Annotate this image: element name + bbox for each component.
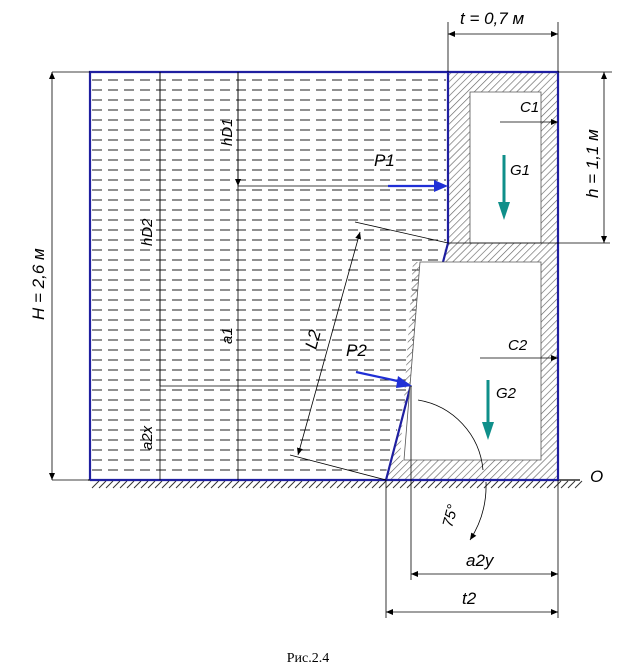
ground-hatch-line (511, 480, 520, 489)
figure-caption: Рис.2.4 (287, 651, 330, 666)
ground-hatch-line (301, 480, 310, 489)
ground-hatch-line (546, 480, 555, 489)
ground-hatch-line (399, 480, 408, 489)
label-C1: C1 (520, 99, 539, 116)
ground-hatch-line (574, 480, 583, 489)
ground-hatch-line (504, 480, 513, 489)
ground-hatch-line (525, 480, 534, 489)
ground-hatch-line (378, 480, 387, 489)
ground-hatch-line (392, 480, 401, 489)
ground-hatch-line (252, 480, 261, 489)
ground-hatch-line (406, 480, 415, 489)
ground-hatch-line (196, 480, 205, 489)
ground-hatch-line (329, 480, 338, 489)
ground-hatch-line (259, 480, 268, 489)
ground-hatch-line (483, 480, 492, 489)
label-H: H = 2,6 м (29, 248, 48, 320)
ground-hatch-line (140, 480, 149, 489)
label-hD1: hD1 (219, 118, 236, 146)
ground-hatch-line (217, 480, 226, 489)
ground-hatch-line (448, 480, 457, 489)
label-a1: a1 (219, 327, 236, 344)
ground-hatch-line (413, 480, 422, 489)
ground-hatch-line (308, 480, 317, 489)
ground-hatch-line (266, 480, 275, 489)
ground-hatch-line (105, 480, 114, 489)
label-h: h = 1,1 м (583, 129, 602, 198)
ground-hatch-line (490, 480, 499, 489)
ground-hatch-line (343, 480, 352, 489)
ground-hatch-line (98, 480, 107, 489)
ground-hatch-line (532, 480, 541, 489)
ground-hatch-line (560, 480, 569, 489)
ground-hatch-line (539, 480, 548, 489)
ground-hatch-line (553, 480, 562, 489)
label-C2: C2 (508, 337, 528, 354)
label-G2: G2 (496, 385, 517, 402)
dam-outline (384, 70, 560, 482)
ground-hatch-line (189, 480, 198, 489)
ground-hatch-line (203, 480, 212, 489)
reservoir-outline (88, 70, 448, 482)
label-angle: 75° (439, 503, 461, 529)
ground-hatch-line (497, 480, 506, 489)
ground-hatch-line (441, 480, 450, 489)
ground-hatch-line (175, 480, 184, 489)
ground-hatch-line (336, 480, 345, 489)
ground-hatch-line (182, 480, 191, 489)
ground-hatch-line (147, 480, 156, 489)
ground-hatch-line (469, 480, 478, 489)
ground-hatch-line (462, 480, 471, 489)
force-arrows (355, 155, 510, 440)
label-t: t = 0,7 м (460, 9, 524, 28)
ground-hatch-line (126, 480, 135, 489)
ground-hatch-line (119, 480, 128, 489)
ground-hatch-line (518, 480, 527, 489)
ground-hatch-line (91, 480, 100, 489)
dimension-guides (49, 22, 612, 618)
ground-hatch-line (364, 480, 373, 489)
label-t2: t2 (462, 589, 477, 608)
ground-hatch-line (245, 480, 254, 489)
water-hatching (92, 79, 446, 471)
ground-hatch-line (168, 480, 177, 489)
ground-hatch-line (357, 480, 366, 489)
ground-hatch-line (315, 480, 324, 489)
ground-hatch-line (112, 480, 121, 489)
label-a2x: a2x (139, 425, 156, 450)
ground-hatch-line (210, 480, 219, 489)
label-P2: P2 (346, 341, 367, 360)
ground-hatch-line (224, 480, 233, 489)
ground-hatch-line (287, 480, 296, 489)
ground-hatch-line (322, 480, 331, 489)
label-P1: P1 (374, 151, 395, 170)
dam-cell-lower (403, 261, 542, 461)
ground-hatch-line (231, 480, 240, 489)
ground-hatch-line (280, 480, 289, 489)
ground-hatch-line (238, 480, 247, 489)
ground-hatch-line (350, 480, 359, 489)
ground-hatch-line (434, 480, 443, 489)
ground-hatch-line (161, 480, 170, 489)
ground-hatch-line (371, 480, 380, 489)
ground-hatch-line (427, 480, 436, 489)
label-hD2: hD2 (139, 218, 156, 246)
label-G1: G1 (510, 162, 530, 179)
ground-hatch-line (154, 480, 163, 489)
ground-hatch-line (420, 480, 429, 489)
ground-hatch-line (476, 480, 485, 489)
label-L2: L2 (302, 327, 325, 351)
ground-hatch-line (567, 480, 576, 489)
ground-hatch-line (294, 480, 303, 489)
ground-hatch-line (273, 480, 282, 489)
ground-hatch-line (455, 480, 464, 489)
ground-hatch-line (385, 480, 394, 489)
label-a2y: a2y (466, 551, 495, 570)
label-O: O (590, 467, 603, 486)
ground-hatch-line (133, 480, 142, 489)
ground (88, 479, 583, 489)
